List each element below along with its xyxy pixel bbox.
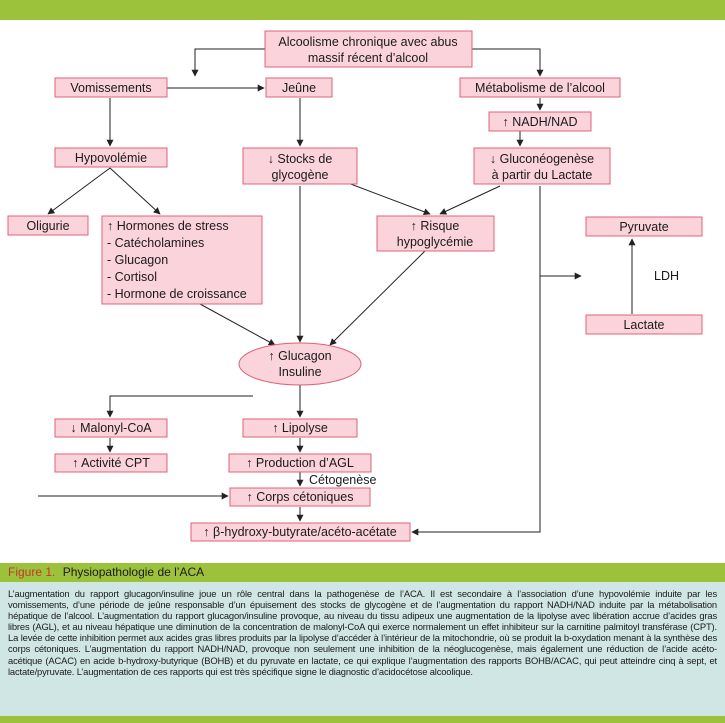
- label-hormones-0: ↑ Hormones de stress: [107, 219, 229, 233]
- box-nadh: [488, 111, 592, 132]
- label-stocks-l1: ↓ Stocks de: [268, 152, 333, 166]
- ellipse-glucagon: [238, 342, 362, 386]
- label-agl: ↑ Production d’AGL: [246, 456, 354, 470]
- box-bohb: [190, 522, 411, 542]
- figure-caption: L’augmentation du rapport glucagon/insul…: [0, 582, 725, 716]
- box-hormones: [101, 215, 263, 305]
- arrow-alcool-vomissements: [191, 48, 265, 77]
- box-jeune: [265, 77, 333, 98]
- arrow-hypovolemie-oligurie: [47, 167, 111, 215]
- box-lipolyse: [242, 418, 358, 438]
- bottom-band: [0, 716, 725, 723]
- label-cetogenese: Cétogenèse: [309, 473, 376, 487]
- label-ldh: LDH: [654, 269, 679, 283]
- box-stocks: [242, 147, 358, 185]
- arrow-alcool-metabolisme: [472, 48, 544, 77]
- box-metabolisme: [459, 77, 621, 98]
- label-bohb: ↑ β-hydroxy-butyrate/acéto-acétate: [203, 525, 396, 539]
- label-nadh: ↑ NADH/NAD: [502, 115, 577, 129]
- box-alcoolisme: [264, 30, 473, 68]
- label-gluconeo-l1: ↓ Gluconéogenèse: [490, 152, 594, 166]
- label-vomissements: Vomissements: [70, 81, 151, 95]
- arrow-hypovolemie-hormones: [109, 167, 161, 215]
- label-risque-l2: hypoglycémie: [397, 235, 473, 249]
- label-corps: ↑ Corps cétoniques: [246, 490, 353, 504]
- label-alcoolisme-l2: massif récent d’alcool: [308, 51, 428, 65]
- label-glucagon-l2: Insuline: [278, 365, 321, 379]
- top-band: [0, 0, 725, 20]
- label-jeune: Jeûne: [282, 81, 316, 95]
- box-pyruvate: [585, 216, 703, 237]
- arrow-hormones-glucagon: [199, 303, 276, 346]
- arrow-glucagon-malonyl: [106, 395, 253, 418]
- figure-title: Physiopathologie de l’ACA: [62, 565, 205, 579]
- label-risque-l1: ↑ Risque: [411, 219, 460, 233]
- arrow-risque-glucagon: [329, 250, 426, 346]
- label-alcoolisme-l1: Alcoolisme chronique avec abus: [278, 35, 457, 49]
- figure-title-bar: Figure 1. Physiopathologie de l’ACA: [0, 563, 725, 582]
- figure-number: Figure 1.: [8, 565, 56, 579]
- label-hormones-4: - Hormone de croissance: [107, 287, 247, 301]
- label-gluconeo-l2: à partir du Lactate: [492, 168, 593, 182]
- pathophysiology-diagram: Alcoolisme chronique avec abus massif ré…: [7, 30, 703, 542]
- box-vomissements: [54, 77, 168, 98]
- label-hypovolemie: Hypovolémie: [75, 151, 147, 165]
- label-oligurie: Oligurie: [26, 219, 69, 233]
- box-cpt: [54, 453, 168, 473]
- label-stocks-l2: glycogène: [272, 168, 329, 182]
- label-hormones-2: - Glucagon: [107, 253, 168, 267]
- label-lactate: Lactate: [623, 318, 664, 332]
- label-cpt: ↑ Activité CPT: [72, 456, 150, 470]
- arrow-nadh-bohb: [411, 186, 541, 536]
- label-metabolisme: Métabolisme de l’alcool: [475, 81, 605, 95]
- arrow-stocks-risque: [339, 179, 431, 216]
- box-risque: [376, 215, 495, 252]
- box-agl: [228, 453, 372, 473]
- box-malonyl: [54, 418, 168, 438]
- label-pyruvate: Pyruvate: [619, 220, 668, 234]
- arrows: [38, 48, 636, 536]
- arrow-gluconeo-risque: [439, 185, 501, 215]
- box-hypovolemie: [54, 147, 168, 168]
- label-hormones-3: - Cortisol: [107, 270, 157, 284]
- box-corps: [229, 487, 371, 507]
- box-oligurie: [7, 215, 89, 236]
- label-hormones-1: - Catécholamines: [107, 236, 204, 250]
- label-lipolyse: ↑ Lipolyse: [272, 421, 328, 435]
- label-glucagon-l1: ↑ Glucagon: [268, 349, 331, 363]
- label-malonyl: ↓ Malonyl-CoA: [70, 421, 152, 435]
- box-gluconeo: [473, 147, 611, 185]
- box-lactate: [585, 314, 703, 335]
